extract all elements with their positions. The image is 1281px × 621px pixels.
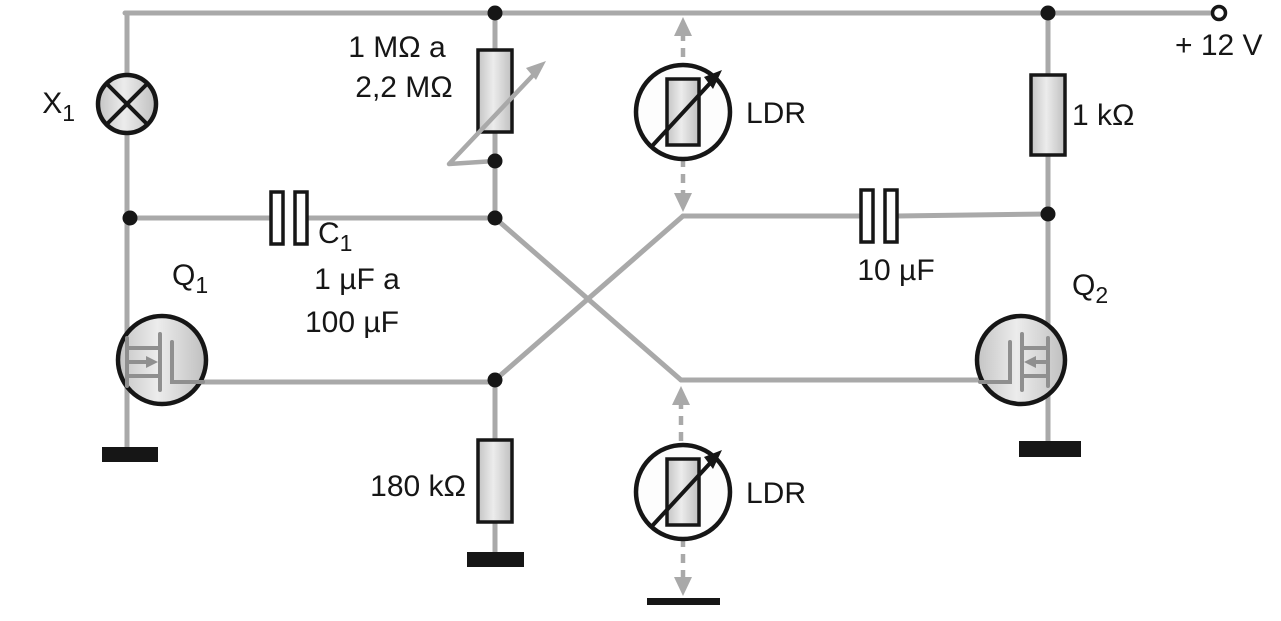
resistor-180k-value: 180 kΩ — [370, 470, 466, 503]
cap-c1-value-line1: 1 µF a — [314, 263, 400, 296]
ref-subscript: 1 — [195, 272, 208, 298]
resistor-1k: 1 kΩ — [1029, 73, 1134, 157]
junction-dot — [1040, 5, 1056, 21]
capacitor-plate-icon — [269, 190, 285, 246]
ldr-top-label: LDR — [746, 97, 806, 130]
power-label: + 12 V — [1175, 29, 1263, 62]
mosfet-q2: Q2 — [974, 269, 1108, 407]
ref-text: Q — [1072, 269, 1095, 302]
ldr-top: LDR — [633, 62, 806, 162]
resistor-body-icon — [476, 438, 514, 524]
potentiometer-feedback: 1 MΩ a 2,2 MΩ — [348, 31, 546, 167]
pot-value-line2: 2,2 MΩ — [355, 71, 452, 104]
cap-c1-value-line2: 100 µF — [305, 306, 399, 339]
junction-dot — [487, 5, 503, 21]
pot-value-line1: 1 MΩ a — [348, 31, 446, 64]
junction-dots — [122, 5, 1056, 388]
mosfet-q1-label: Q1 — [172, 259, 208, 298]
ref-text: Q — [172, 259, 195, 292]
mosfet-q1: Q1 — [115, 259, 209, 407]
ref-subscript: 2 — [1095, 282, 1108, 308]
junction-dot — [122, 210, 138, 226]
cap-10uf-value: 10 µF — [857, 254, 934, 287]
ldr-bottom: LDR — [633, 442, 806, 542]
ground-symbols — [102, 441, 1081, 605]
arrow-down-icon — [674, 193, 692, 212]
ref-text: X — [42, 87, 62, 120]
junction-dot — [1040, 206, 1056, 222]
resistor-body-icon — [1029, 73, 1067, 157]
resistor-body-icon — [476, 48, 514, 134]
ldr-dashed-links — [672, 17, 692, 596]
junction-dot — [487, 153, 503, 169]
mosfet-q2-label: Q2 — [1072, 269, 1108, 308]
junction-dot — [487, 372, 503, 388]
capacitor-plate-icon — [883, 188, 899, 244]
variable-arrowhead-icon — [704, 70, 722, 89]
lamp-x1-label: X1 — [42, 87, 75, 126]
arrow-up-icon — [674, 17, 692, 36]
mosfet-symbol-icon — [125, 332, 205, 392]
variable-arrow-icon — [651, 458, 715, 527]
ldr-bottom-label: LDR — [746, 477, 806, 510]
arrow-up-icon — [672, 386, 690, 405]
ground-icon — [102, 447, 158, 462]
mosfet-symbol-icon — [978, 332, 1050, 392]
ground-icon — [647, 598, 720, 605]
terminal-circle-icon — [1210, 4, 1228, 22]
pot-wiper-wire — [446, 67, 541, 167]
ground-icon — [467, 552, 524, 567]
mosfet-arrow-icon — [1024, 356, 1036, 368]
ref-text: C — [318, 217, 340, 250]
variable-arrowhead-icon — [704, 450, 722, 469]
ground-icon — [1019, 441, 1081, 457]
resistor-180k: 180 kΩ — [370, 438, 514, 524]
cap-c1-label: C1 — [318, 217, 352, 256]
lamp-cross-icon — [104, 81, 150, 127]
capacitor-plate-icon — [859, 188, 875, 244]
junction-dot — [487, 210, 503, 226]
ref-subscript: 1 — [62, 100, 75, 126]
capacitor-plate-icon — [293, 190, 309, 246]
mosfet-arrow-icon — [146, 356, 158, 368]
variable-arrow-icon — [651, 78, 715, 147]
arrow-down-icon — [674, 577, 692, 596]
capacitor-c1: C1 1 µF a 100 µF — [269, 190, 400, 339]
power-terminal: + 12 V — [1175, 4, 1263, 62]
ref-subscript: 1 — [340, 230, 353, 256]
cross-wire-right-to-left — [492, 213, 686, 383]
c2-to-node-d-wire — [894, 211, 1051, 219]
resistor-1k-value: 1 kΩ — [1072, 99, 1134, 132]
pot-wiper-arrow-icon — [526, 61, 546, 80]
capacitor-10uf: 10 µF — [857, 188, 935, 287]
lamp-x1: X1 — [42, 72, 159, 136]
